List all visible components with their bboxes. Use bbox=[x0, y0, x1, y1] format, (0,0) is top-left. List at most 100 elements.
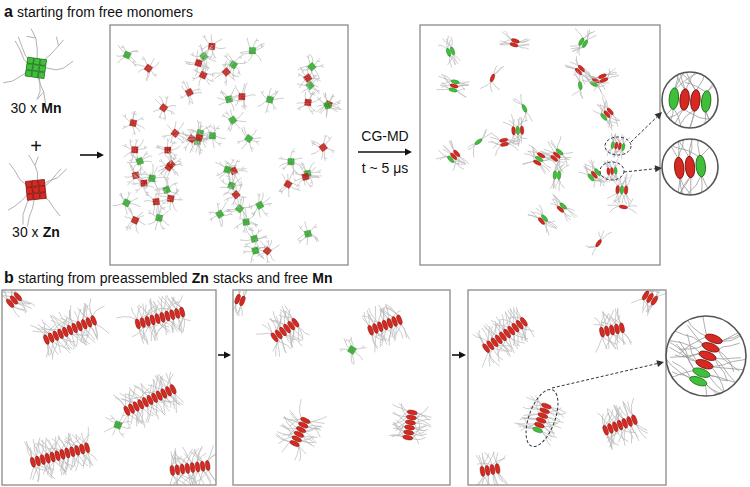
side-chain bbox=[297, 103, 306, 110]
core-cube bbox=[213, 46, 215, 48]
side-chain bbox=[213, 38, 222, 45]
monomer bbox=[131, 172, 159, 197]
side-chain bbox=[459, 79, 470, 85]
side-chain bbox=[132, 132, 134, 135]
side-chain bbox=[212, 67, 224, 79]
side-chain bbox=[519, 36, 531, 45]
side-chain bbox=[229, 163, 236, 170]
side-chain bbox=[236, 57, 248, 68]
side-chain bbox=[135, 139, 136, 147]
side-chain bbox=[265, 213, 268, 215]
side-chain bbox=[138, 66, 146, 75]
side-chain bbox=[229, 158, 234, 168]
core-cube bbox=[211, 137, 213, 139]
core-cube bbox=[302, 176, 304, 178]
monomer bbox=[174, 123, 208, 157]
side-chain bbox=[438, 76, 452, 81]
monomer bbox=[174, 75, 206, 108]
side-chain bbox=[257, 246, 267, 250]
aromatic-disc bbox=[624, 186, 628, 195]
side-chain bbox=[302, 162, 306, 173]
side-chain bbox=[204, 45, 215, 54]
side-chain bbox=[38, 321, 50, 336]
side-chain bbox=[519, 38, 528, 44]
core-cube bbox=[143, 180, 145, 182]
side-chain bbox=[220, 74, 231, 85]
core-cube bbox=[249, 52, 251, 54]
side-chain bbox=[554, 179, 557, 190]
side-chain bbox=[298, 236, 308, 244]
side-chain bbox=[245, 141, 256, 152]
side-chain bbox=[117, 313, 137, 325]
side-chain bbox=[170, 112, 173, 115]
side-chain bbox=[251, 212, 254, 214]
monomer bbox=[240, 237, 271, 265]
core-cube bbox=[304, 231, 306, 233]
core-cube bbox=[171, 200, 173, 202]
core-cube bbox=[254, 50, 256, 52]
aromatic-disc bbox=[600, 113, 608, 122]
core-cube bbox=[253, 252, 255, 254]
side-chain bbox=[137, 139, 144, 148]
core-cube bbox=[32, 180, 39, 187]
side-chain bbox=[268, 203, 270, 206]
side-chain bbox=[541, 224, 552, 236]
side-chain bbox=[518, 112, 529, 123]
side-chain bbox=[499, 40, 511, 47]
side-chain bbox=[159, 116, 162, 119]
core-cube bbox=[170, 195, 172, 197]
side-chain bbox=[200, 149, 203, 151]
monomer bbox=[278, 148, 303, 176]
core-cube bbox=[243, 96, 245, 98]
monomer bbox=[188, 39, 223, 74]
side-chain bbox=[316, 79, 319, 82]
side-chain bbox=[130, 165, 133, 168]
side-chain bbox=[74, 311, 80, 322]
side-chain bbox=[243, 248, 253, 253]
side-chain bbox=[228, 109, 235, 117]
side-chain bbox=[239, 183, 242, 186]
side-chain bbox=[615, 193, 622, 202]
side-chain bbox=[293, 158, 303, 161]
side-chain bbox=[241, 105, 244, 106]
side-chain bbox=[170, 168, 180, 176]
side-chain bbox=[615, 162, 619, 168]
monomer bbox=[182, 121, 212, 155]
side-chain bbox=[563, 210, 571, 217]
side-chain bbox=[494, 145, 504, 156]
monomer bbox=[240, 38, 265, 61]
side-chain bbox=[248, 203, 257, 209]
side-chain bbox=[170, 145, 180, 150]
core-cube bbox=[200, 137, 202, 139]
side-chain bbox=[447, 140, 457, 151]
side-chain bbox=[142, 71, 152, 82]
core-cube bbox=[271, 99, 273, 101]
monomer bbox=[204, 199, 236, 231]
side-chain bbox=[24, 197, 37, 226]
side-chain bbox=[183, 81, 188, 91]
aromatic-disc bbox=[500, 142, 509, 147]
side-chain bbox=[314, 61, 323, 70]
side-chain bbox=[135, 189, 138, 190]
side-chain bbox=[221, 60, 230, 69]
core-cube bbox=[271, 97, 273, 99]
side-chain bbox=[77, 306, 87, 321]
side-chain bbox=[313, 74, 316, 77]
side-chain bbox=[132, 169, 134, 172]
core-cube bbox=[251, 50, 253, 52]
side-chain bbox=[162, 129, 173, 140]
core-cube bbox=[243, 98, 245, 100]
side-chain bbox=[130, 139, 133, 148]
side-chain bbox=[311, 147, 321, 155]
core-cube bbox=[196, 134, 198, 136]
process-arrow bbox=[80, 154, 97, 156]
monomer bbox=[119, 109, 148, 137]
core-cube bbox=[148, 179, 150, 181]
side-chain bbox=[210, 218, 213, 221]
side-chain bbox=[664, 138, 700, 160]
side-chain bbox=[305, 54, 315, 65]
core-cube bbox=[306, 230, 308, 232]
monomer bbox=[293, 159, 323, 187]
core-cube bbox=[211, 133, 213, 135]
side-chain bbox=[157, 146, 166, 149]
